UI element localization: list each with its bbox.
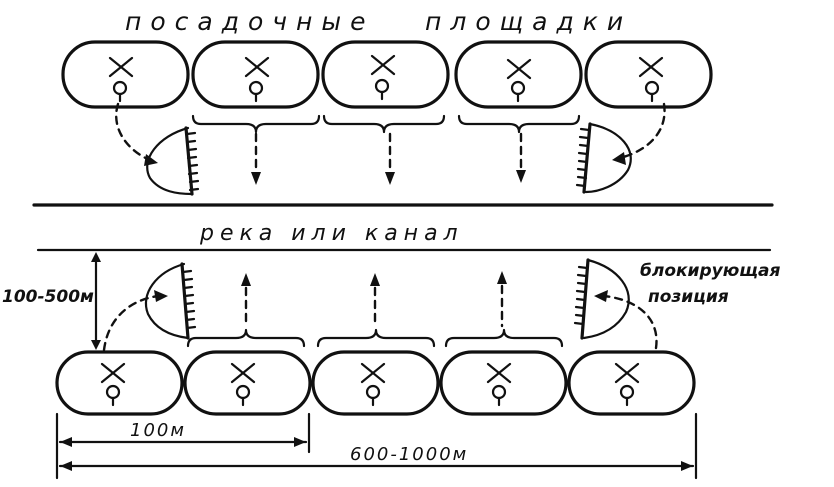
landing-site-top-1: [61, 40, 190, 109]
title-landing-sites-word1: посадочные: [125, 7, 375, 36]
helicopter-icon: [506, 58, 532, 103]
landing-site-bottom-1: [55, 350, 184, 416]
helicopter-icon: [486, 362, 512, 407]
helicopter-icon: [370, 54, 396, 101]
title-landing-sites-word2: площадки: [425, 7, 632, 36]
top-braces: [191, 114, 581, 134]
helicopter-icon: [108, 56, 134, 103]
helicopter-icon: [230, 362, 256, 407]
bottom-advance-arrows: [241, 271, 507, 328]
helicopter-icon: [360, 362, 386, 407]
helicopter-icon: [100, 362, 126, 407]
site-width-label: 100м: [130, 420, 186, 441]
landing-site-bottom-2: [183, 350, 312, 416]
bottom-right-blocking-position: [573, 258, 658, 350]
helicopter-icon: [638, 56, 664, 103]
river-label: река или канал: [199, 221, 464, 246]
bottom-left-blocking-position: [102, 262, 197, 352]
helicopter-icon: [614, 362, 640, 407]
blocking-position-label-line2: позиция: [648, 287, 729, 307]
bank-distance-dimension: [91, 252, 101, 350]
front-width-label: 600-1000м: [350, 444, 468, 465]
landing-site-top-4: [454, 40, 583, 109]
landing-site-bottom-3: [311, 350, 440, 416]
front-width-dimension: [58, 412, 698, 480]
top-right-blocking-position: [575, 102, 666, 194]
top-advance-arrows: [251, 132, 526, 185]
bottom-landing-sites: [55, 350, 696, 416]
bottom-braces: [186, 328, 564, 348]
helicopter-icon: [244, 56, 270, 103]
top-landing-sites: [61, 40, 713, 109]
bank-distance-label: 100-500м: [2, 287, 94, 307]
landing-site-bottom-5: [567, 350, 696, 416]
landing-site-top-5: [584, 40, 713, 109]
site-width-dimension: [55, 412, 311, 480]
landing-site-top-3: [321, 40, 450, 109]
blocking-position-label-line1: блокирующая: [640, 261, 780, 281]
landing-site-top-2: [191, 40, 320, 109]
top-left-blocking-position: [115, 102, 200, 196]
landing-site-bottom-4: [439, 350, 568, 416]
